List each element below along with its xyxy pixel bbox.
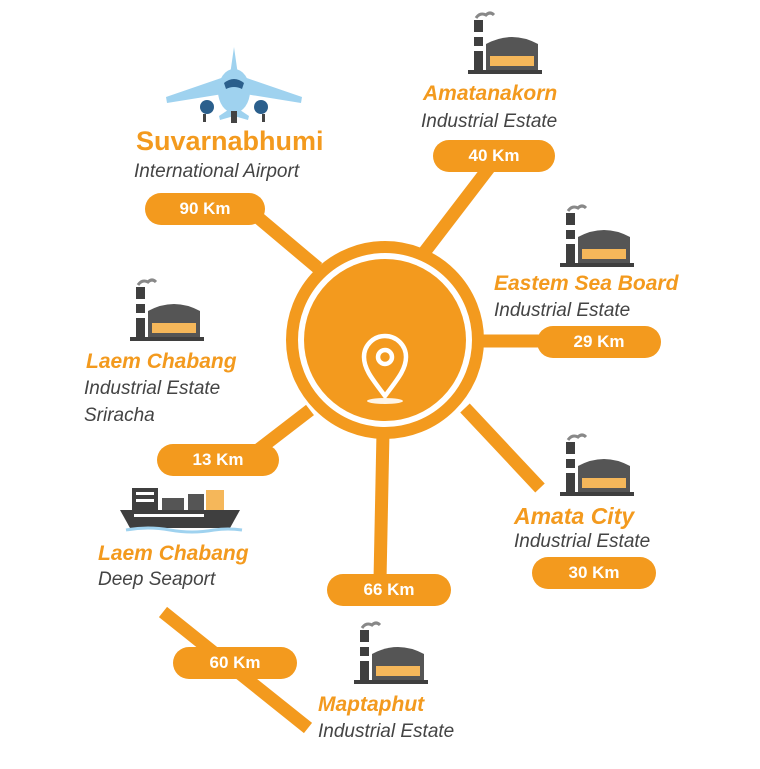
maptaphut-distance-badge: 60 Km [173,647,297,679]
factory-icon [354,621,428,684]
hub-inner-disc [304,259,466,421]
amatanakorn-distance-badge: 40 Km [433,140,555,172]
seaport-distance-badge: 66 Km [327,574,451,606]
factory-icon [130,278,204,341]
eastern-name: Eastem Sea Board [494,272,679,295]
airport-name: Suvarnabhumi [136,126,324,156]
amatanakorn-subtitle: Industrial Estate [421,111,558,132]
spoke-laem-ie [254,404,314,456]
laem-ie-subtitle: Industrial Estate [84,378,221,399]
amatanakorn-name: Amatanakorn [423,82,558,105]
location-pin-icon [361,333,409,404]
airplane-icon [166,47,302,123]
eastern-subtitle: Industrial Estate [494,300,631,321]
amata-subtitle: Industrial Estate [514,531,651,552]
spoke-seaport [373,431,390,581]
cargo-ship-icon [120,488,243,534]
spoke-amatanakorn [414,156,501,262]
spoke-airport [250,210,323,273]
seaport-subtitle: Deep Seaport [98,569,216,590]
factory-icon [560,433,634,496]
eastern-distance-badge: 29 Km [537,326,661,358]
laem-ie-subtitle-2: Sriracha [84,405,155,426]
airport-distance-badge: 90 Km [145,193,265,225]
amata-distance-badge: 30 Km [532,557,656,589]
laem-ie-distance-badge: 13 Km [157,444,279,476]
airport-subtitle: International Airport [134,161,300,182]
factory-icon [468,11,542,74]
maptaphut-subtitle: Industrial Estate [318,721,455,742]
factory-icon [560,204,634,267]
seaport-name: Laem Chabang [98,542,249,565]
maptaphut-name: Maptaphut [318,693,425,716]
amata-name: Amata City [514,503,635,529]
spoke-amata [460,403,545,493]
laem-ie-name: Laem Chabang [86,350,237,373]
